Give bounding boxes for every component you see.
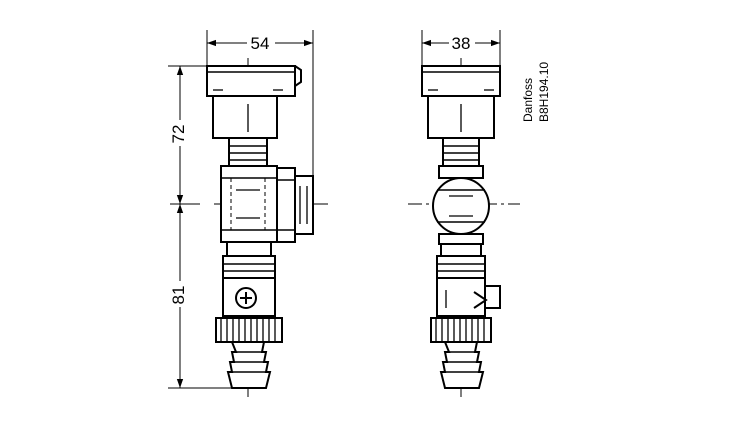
- side-drain-lever: [484, 285, 501, 309]
- drawing-code: B8H194.10: [537, 62, 551, 122]
- side-cap: [421, 65, 501, 97]
- dimension-81: 81: [168, 204, 232, 389]
- dimension-label-54: 54: [251, 34, 270, 53]
- side-view: [408, 58, 520, 398]
- side-lower-neck: [440, 243, 482, 257]
- drawing-reference: Danfoss B8H194.10: [521, 62, 551, 122]
- front-union-nut: [276, 167, 296, 243]
- front-gland: [228, 137, 268, 167]
- front-drain-port: [235, 287, 257, 309]
- front-cap: [206, 65, 296, 97]
- dimension-label-81: 81: [169, 286, 188, 305]
- side-hose-nut: [430, 317, 492, 343]
- front-lower-nut: [222, 255, 276, 279]
- front-hose-barb: [226, 341, 272, 389]
- front-hose-nut: [215, 317, 283, 343]
- dimension-54: 54: [206, 30, 314, 204]
- dimension-38: 38: [421, 30, 501, 66]
- side-body-bottom: [438, 233, 484, 245]
- brand-label: Danfoss: [521, 78, 535, 122]
- front-view: [206, 58, 330, 398]
- side-valve-ball: [432, 177, 490, 235]
- dimension-label-72: 72: [169, 125, 188, 144]
- front-union-tail: [294, 175, 314, 235]
- side-drain-body: [436, 277, 486, 317]
- dimension-label-38: 38: [452, 34, 471, 53]
- side-hose-barb: [439, 341, 485, 389]
- dimension-72: 72: [168, 65, 207, 205]
- side-lower-nut: [436, 255, 486, 279]
- front-bonnet: [212, 95, 278, 139]
- side-gland: [442, 137, 480, 167]
- side-body-top: [438, 165, 484, 179]
- front-lower-neck: [226, 241, 272, 257]
